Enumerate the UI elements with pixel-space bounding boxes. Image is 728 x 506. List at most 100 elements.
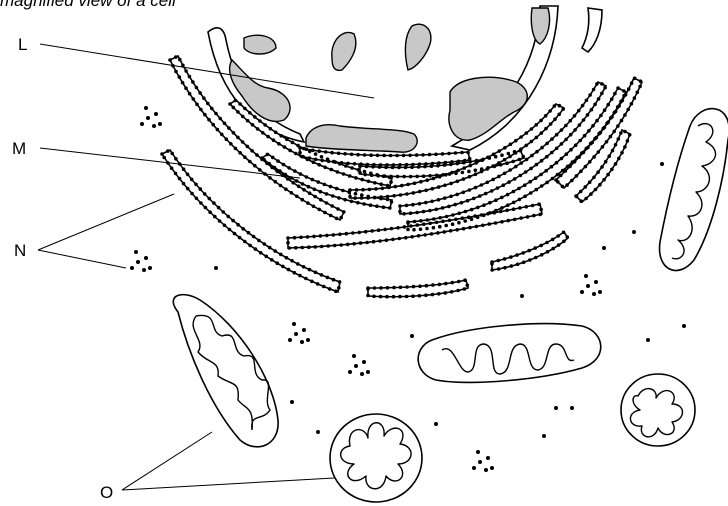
ribosome: [291, 181, 295, 185]
ribosome: [597, 150, 601, 154]
ribosome: [472, 466, 476, 470]
ribosome: [462, 166, 466, 170]
ribosome: [535, 188, 539, 192]
ribosome: [551, 247, 555, 251]
ribosome: [586, 146, 590, 150]
ribosome: [534, 176, 538, 180]
ribosome: [540, 131, 544, 135]
ribosome: [425, 227, 429, 231]
ribosome: [514, 139, 518, 143]
ribosome: [363, 170, 367, 174]
ribosome: [338, 233, 342, 237]
ribosome: [584, 197, 588, 201]
ribosome: [621, 99, 625, 103]
ribosome: [412, 228, 416, 232]
ribosome: [425, 178, 429, 182]
ribosome: [234, 147, 238, 151]
ribosome: [207, 118, 211, 122]
ribosome: [317, 208, 321, 212]
ribosome: [337, 152, 341, 156]
ribosome: [226, 215, 230, 219]
ribosome: [369, 203, 373, 207]
ribosome: [600, 82, 604, 86]
ribosome: [626, 139, 630, 143]
ribosome: [430, 164, 434, 168]
ribosome: [620, 151, 624, 155]
ribosome: [535, 150, 539, 154]
ribosome: [174, 157, 178, 161]
ribosome: [535, 136, 539, 140]
ribosome: [195, 103, 199, 107]
ribosome: [385, 238, 389, 242]
ribosome: [253, 115, 257, 119]
ribosome: [470, 208, 474, 212]
ribosome: [474, 161, 478, 165]
ribosome: [447, 152, 451, 156]
ribosome: [227, 126, 231, 130]
ribosome: [468, 164, 472, 168]
ribosome: [421, 153, 425, 157]
ribosome: [490, 262, 494, 266]
ribosome: [241, 140, 245, 144]
ribosome: [329, 185, 333, 189]
ribosome: [519, 135, 523, 139]
ribosome: [398, 295, 402, 299]
ribosome: [474, 186, 478, 190]
ribosome: [570, 179, 574, 183]
ribosome: [345, 232, 349, 236]
ribosome: [506, 193, 510, 197]
ribosome: [638, 85, 642, 89]
mitochondrion: [418, 324, 601, 383]
ribosome: [134, 250, 138, 254]
ribosome: [503, 266, 507, 270]
ribosome: [394, 185, 398, 189]
ribosome: [292, 322, 296, 326]
ribosome: [482, 203, 486, 207]
ribosome: [603, 86, 607, 90]
ribosome: [335, 187, 339, 191]
ribosome: [369, 153, 373, 157]
ribosome: [312, 235, 316, 239]
ribosome: [630, 81, 634, 85]
ribosome: [535, 123, 539, 127]
ribosome: [398, 237, 402, 241]
ribosome: [600, 92, 604, 96]
ribosome: [513, 218, 517, 222]
ribosome: [569, 133, 573, 137]
ribosome: [467, 170, 471, 174]
ribosome: [358, 171, 362, 175]
ribosome: [301, 246, 305, 250]
ribosome: [573, 128, 577, 132]
mitochondrion: [660, 109, 728, 271]
ribosome: [624, 93, 628, 97]
ribosome: [545, 241, 549, 245]
ribosome: [343, 198, 347, 202]
ribosome: [360, 196, 364, 200]
ribosome: [449, 229, 453, 233]
ribosome: [418, 294, 422, 298]
ribosome: [346, 162, 350, 166]
ribosome: [555, 161, 559, 165]
ribosome: [208, 197, 212, 201]
ribosome: [263, 123, 267, 127]
ribosome: [428, 174, 432, 178]
ribosome: [248, 160, 252, 164]
ribosome: [450, 171, 454, 175]
ribosome: [497, 161, 501, 165]
label-N: N: [14, 241, 26, 260]
ribosome: [551, 238, 555, 242]
ribosome: [434, 422, 438, 426]
ribosome: [549, 122, 553, 126]
ribosome: [519, 216, 523, 220]
ribosome: [540, 253, 544, 257]
ribosome: [379, 195, 383, 199]
ribosome: [392, 295, 396, 299]
ribosome: [320, 273, 324, 277]
ribosome: [584, 165, 588, 169]
ribosome: [376, 174, 380, 178]
ribosome: [308, 150, 312, 154]
ribosome: [551, 177, 555, 181]
ribosome: [497, 175, 501, 179]
ribosome: [490, 466, 494, 470]
